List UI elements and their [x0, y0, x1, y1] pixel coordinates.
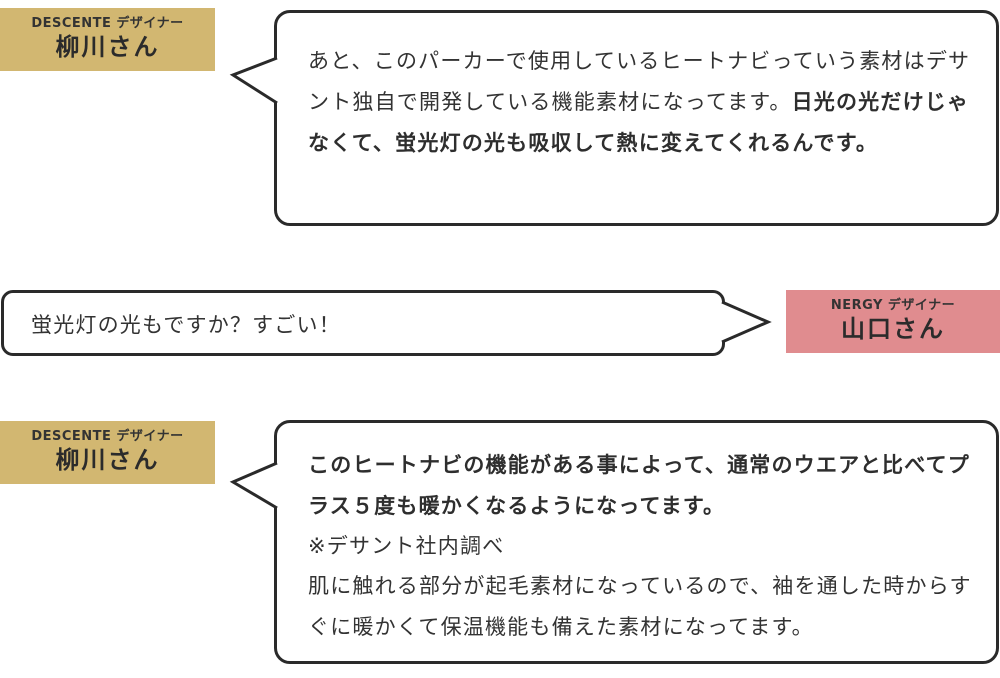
message-text: 蛍光灯の光もですか？すごい！ — [31, 313, 341, 337]
speaker-role: DESCENTE デザイナー — [31, 16, 184, 31]
speaker-name: 山口さん — [841, 315, 945, 343]
message-highlight: 日光の光だけじゃなくて、蛍光灯の光も吸収して熱に変えてくれるんです。 — [308, 90, 970, 155]
speaker-role: DESCENTE デザイナー — [31, 429, 184, 444]
speaker-name: 柳川さん — [55, 446, 160, 474]
message-highlight: このヒートナビの機能がある事によって、通常のウエアと比べてプラス５度も暖かくなる… — [308, 453, 971, 518]
message-text: あと、このパーカーで使用しているヒートナビっていう素材はデサント独自で開発してい… — [308, 49, 971, 114]
bubble-note: ※デサント社内調べ — [308, 534, 505, 558]
speaker-tag-yanagawa-1: DESCENTE デザイナー 柳川さん — [0, 8, 215, 71]
bubble-text: あと、このパーカーで使用しているヒートナビっていう素材はデサント独自で開発してい… — [308, 41, 976, 164]
bubble-text: 蛍光灯の光もですか？すごい！ — [31, 305, 702, 346]
bubble-text: 肌に触れる部分が起毛素材になっているので、袖を通した時からすぐに暖かくて保温機能… — [308, 574, 972, 639]
speaker-tag-yamaguchi: NERGY デザイナー 山口さん — [786, 290, 1000, 353]
speaker-tag-yanagawa-2: DESCENTE デザイナー 柳川さん — [0, 421, 215, 484]
speaker-role: NERGY デザイナー — [830, 298, 956, 313]
bubble-text-bold: このヒートナビの機能がある事によって、通常のウエアと比べてプラス５度も暖かくなる… — [308, 445, 978, 527]
speech-bubble-1: あと、このパーカーで使用しているヒートナビっていう素材はデサント独自で開発してい… — [274, 10, 999, 226]
speech-bubble-3: このヒートナビの機能がある事によって、通常のウエアと比べてプラス５度も暖かくなる… — [274, 420, 999, 664]
speaker-name: 柳川さん — [55, 33, 160, 61]
speech-bubble-2: 蛍光灯の光もですか？すごい！ — [1, 290, 725, 356]
